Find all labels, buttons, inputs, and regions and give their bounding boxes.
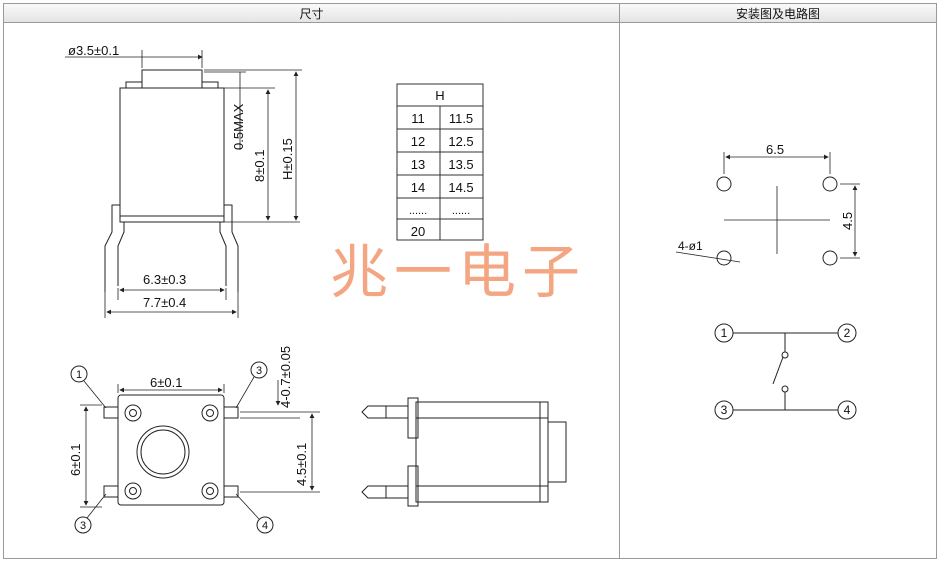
dim-body-height: 8±0.1 — [252, 150, 267, 182]
dim-pin-outer: 7.7±0.4 — [143, 295, 186, 310]
button-cap — [141, 69, 203, 89]
dim-top-width: 6±0.1 — [150, 375, 182, 390]
table-cell: ...... — [409, 205, 427, 217]
side-view — [361, 397, 567, 507]
dim-button-diameter: ø3.5±0.1 — [68, 43, 119, 58]
pin-label: 3 — [256, 365, 262, 377]
side-button — [547, 421, 567, 483]
button-top — [136, 425, 190, 479]
table-cell: 12.5 — [448, 134, 473, 149]
switch-body — [119, 87, 225, 223]
table-cell: 11 — [411, 111, 425, 126]
table-cell: 13.5 — [448, 157, 473, 172]
dim-mount-width: 6.5 — [766, 142, 784, 157]
dim-mount-height: 4.5 — [840, 212, 855, 230]
top-body — [117, 394, 225, 506]
table-cell: 14.5 — [448, 180, 473, 195]
table-cell: 13 — [411, 157, 425, 172]
table-cell: 11.5 — [449, 111, 473, 126]
watermark-text: 兆一电子 — [330, 238, 586, 306]
circuit-diagram — [714, 323, 857, 420]
height-table — [396, 83, 484, 241]
circuit-pin-label: 3 — [721, 403, 728, 417]
dim-pin-inner: 6.3±0.3 — [143, 272, 186, 287]
circuit-pin-label: 4 — [844, 403, 851, 417]
header-install-circuit: 安装图及电路图 — [619, 3, 937, 23]
mount-hole — [716, 250, 732, 266]
dim-max-gap: 0.5MAX — [231, 103, 246, 150]
mount-layout — [675, 152, 860, 266]
front-view — [65, 50, 302, 318]
right-leg — [224, 204, 239, 292]
pin-label: 3 — [80, 520, 86, 532]
mount-hole — [822, 250, 838, 266]
pin-label: 1 — [76, 369, 82, 381]
table-cell: ...... — [452, 205, 470, 217]
dim-top-height: 6±0.1 — [68, 444, 83, 476]
dim-pin-height: 4-0.7±0.05 — [278, 346, 293, 408]
table-cell: 14 — [411, 180, 425, 195]
column-divider — [619, 22, 620, 559]
circuit-pin-label: 1 — [721, 326, 728, 340]
table-cell: 12 — [411, 134, 425, 149]
header-dimensions: 尺寸 — [3, 3, 620, 23]
table-cell: 20 — [411, 224, 425, 239]
mount-hole — [822, 176, 838, 192]
mount-hole — [716, 176, 732, 192]
dim-total-height: H±0.15 — [280, 138, 295, 180]
top-view — [70, 361, 320, 534]
dim-holes: 4-ø1 — [678, 239, 703, 253]
circuit-pin-label: 2 — [844, 326, 851, 340]
pin-callout — [70, 365, 88, 383]
pin-callout — [74, 516, 92, 534]
top-cover — [125, 81, 219, 88]
side-body — [415, 401, 549, 503]
pin-callout — [256, 516, 274, 534]
pin-label: 4 — [262, 520, 268, 532]
dim-pin-spacing: 4.5±0.1 — [294, 443, 309, 486]
table-header: H — [435, 88, 444, 103]
pin-callout — [250, 361, 268, 379]
left-leg — [104, 204, 120, 292]
